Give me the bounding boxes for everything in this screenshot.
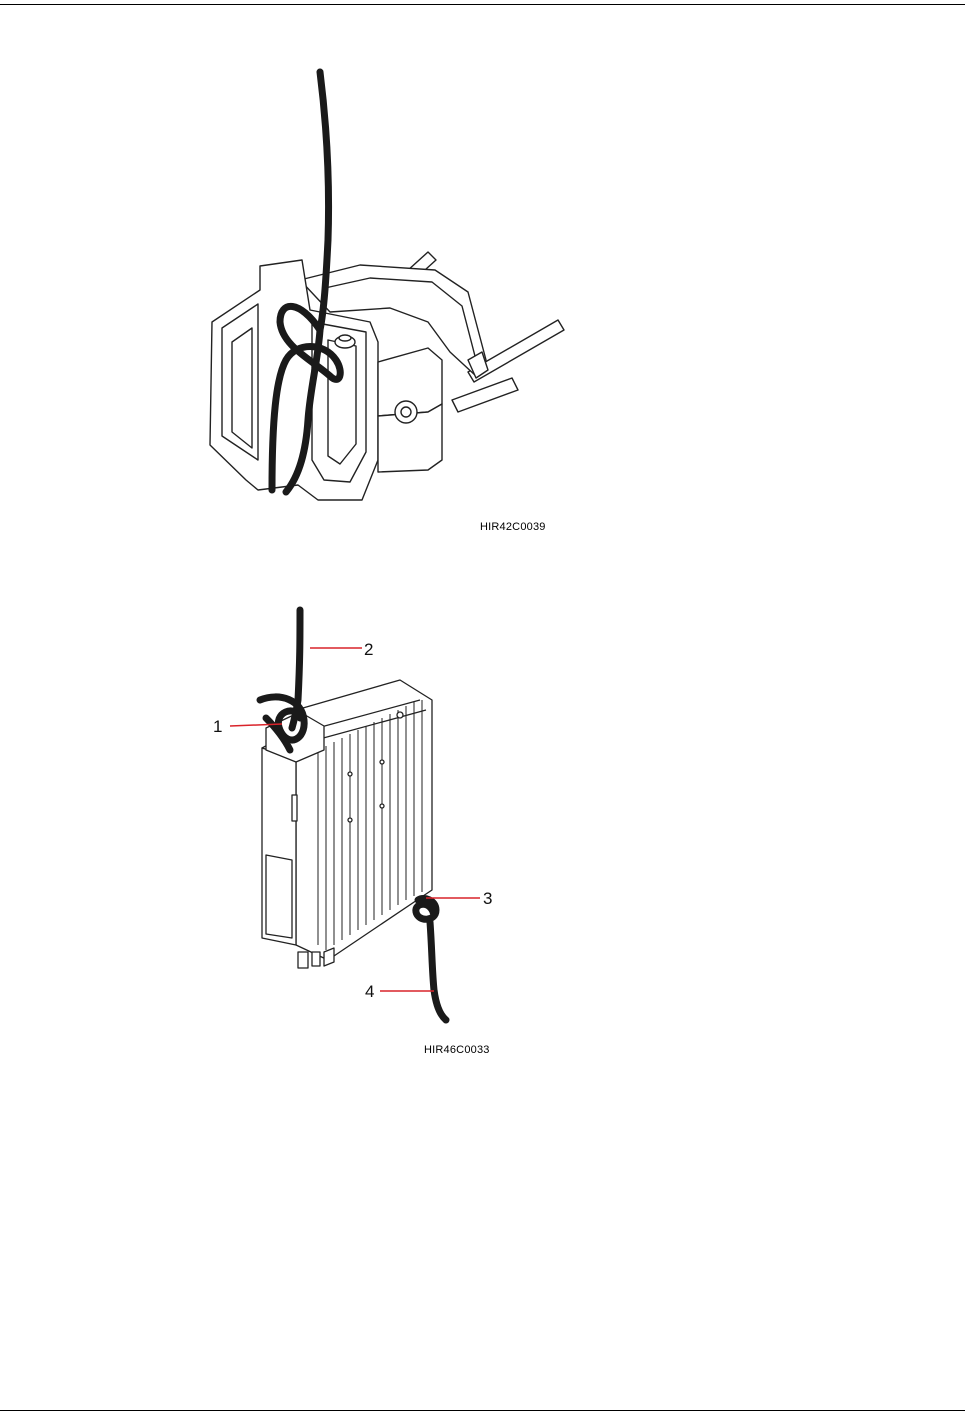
figure-1-bracket-with-cable <box>200 60 580 510</box>
header-rule <box>0 4 965 5</box>
callout-4: 4 <box>365 982 374 1001</box>
figure-2-module-with-cable: 1 2 3 4 <box>200 600 520 1030</box>
callout-1: 1 <box>213 717 222 736</box>
figure-1-code: HIR42C0039 <box>480 521 546 533</box>
figure-2-code: HIR46C0033 <box>424 1044 490 1056</box>
callout-2: 2 <box>364 640 373 659</box>
callout-3: 3 <box>483 889 492 908</box>
footer-rule <box>0 1410 965 1411</box>
